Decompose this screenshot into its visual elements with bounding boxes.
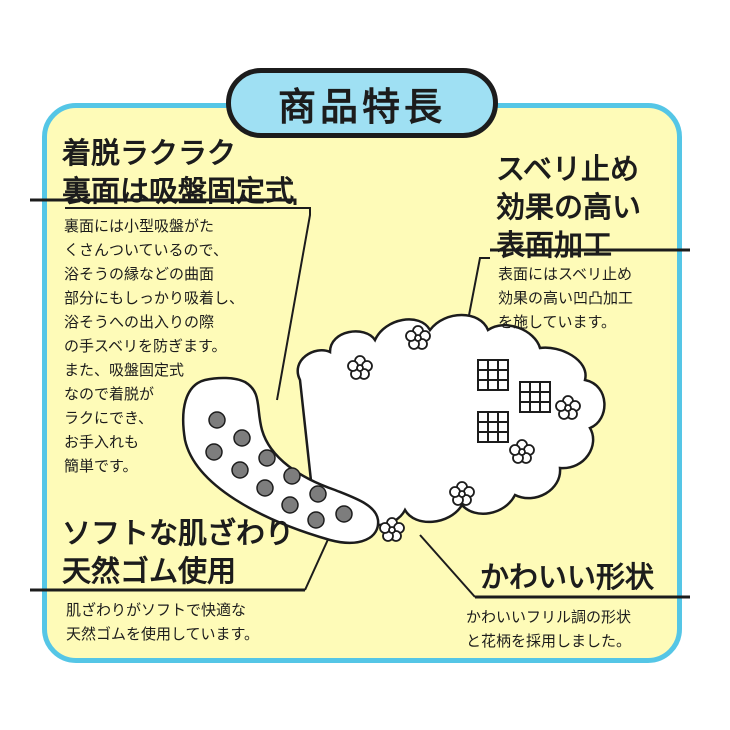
flower-icon: [379, 517, 405, 542]
flower-icon: [449, 481, 475, 506]
desc-line: くさんついているので、: [64, 241, 228, 259]
desc-line: 部分にもしっかり吸着し、: [64, 289, 245, 307]
desc-line: お手入れも: [64, 433, 140, 451]
desc-line: また、吸盤固定式: [64, 361, 185, 379]
callout-line-top-left: [30, 198, 297, 205]
page-title: 商品特長: [277, 84, 446, 129]
heading-line: スベリ止め: [496, 152, 639, 186]
callout-line-shape: [419, 534, 476, 598]
desc-line: かわいいフリル調の形状: [466, 608, 632, 626]
suction-cups: [205, 411, 353, 529]
desc-line: 簡単です。: [64, 457, 138, 475]
heading-line: 天然ゴム使用: [62, 554, 237, 588]
feature-desc-suction: 裏面には小型吸盤がた くさんついているので、 浴そうの縁などの曲面 部分にもしっ…: [64, 214, 244, 478]
desc-line: 表面にはスベリ止め: [498, 265, 632, 283]
callout-line-suction: [65, 207, 311, 401]
heading-line: ソフトな肌ざわり: [62, 516, 295, 550]
heading-line: 裏面は吸盤固定式: [62, 174, 295, 208]
heading-line: 着脱ラクラク: [62, 136, 237, 170]
desc-line: と花柄を採用しました。: [466, 632, 632, 650]
feature-desc-shape: かわいいフリル調の形状 と花柄を採用しました。: [466, 605, 631, 653]
desc-line: 浴そうへの出入りの際: [64, 313, 215, 331]
anti-slip-texture: [477, 359, 551, 443]
desc-line: 肌ざわりがソフトで快適な: [66, 601, 247, 619]
mat-curled-back: [181, 376, 380, 545]
desc-line: 天然ゴムを使用しています。: [66, 625, 260, 643]
heading-line: 表面加工: [496, 228, 613, 262]
feature-desc-anti-slip: 表面にはスベリ止め 効果の高い凹凸加工 を施しています。: [498, 262, 633, 334]
desc-line: なので着脱が: [64, 385, 155, 403]
flower-icon: [405, 325, 431, 350]
feature-heading-suction: 着脱ラクラク 裏面は吸盤固定式: [62, 134, 294, 210]
desc-line: ラクにでき、: [64, 409, 153, 427]
feature-heading-shape: かわいい形状: [480, 558, 654, 596]
desc-line: を施しています。: [498, 313, 617, 331]
desc-line: の手スベリを防ぎます。: [64, 337, 227, 355]
callout-line-rubber: [304, 534, 331, 591]
desc-line: 効果の高い凹凸加工: [498, 289, 634, 307]
desc-line: 浴そうの縁などの曲面: [64, 265, 215, 283]
flower-icon: [347, 355, 373, 380]
flower-decorations: [347, 325, 581, 542]
heading-line: かわいい形状: [480, 560, 655, 594]
title-badge: 商品特長: [226, 68, 498, 138]
flower-icon: [555, 395, 581, 420]
desc-line: 裏面には小型吸盤がた: [64, 217, 215, 235]
flower-icon: [509, 439, 535, 464]
heading-line: 効果の高い: [496, 190, 642, 224]
feature-desc-rubber: 肌ざわりがソフトで快適な 天然ゴムを使用しています。: [66, 598, 259, 646]
mat-top-surface: [296, 313, 606, 527]
feature-heading-rubber: ソフトな肌ざわり 天然ゴム使用: [62, 514, 294, 590]
feature-heading-anti-slip: スベリ止め 効果の高い 表面加工: [496, 150, 641, 264]
